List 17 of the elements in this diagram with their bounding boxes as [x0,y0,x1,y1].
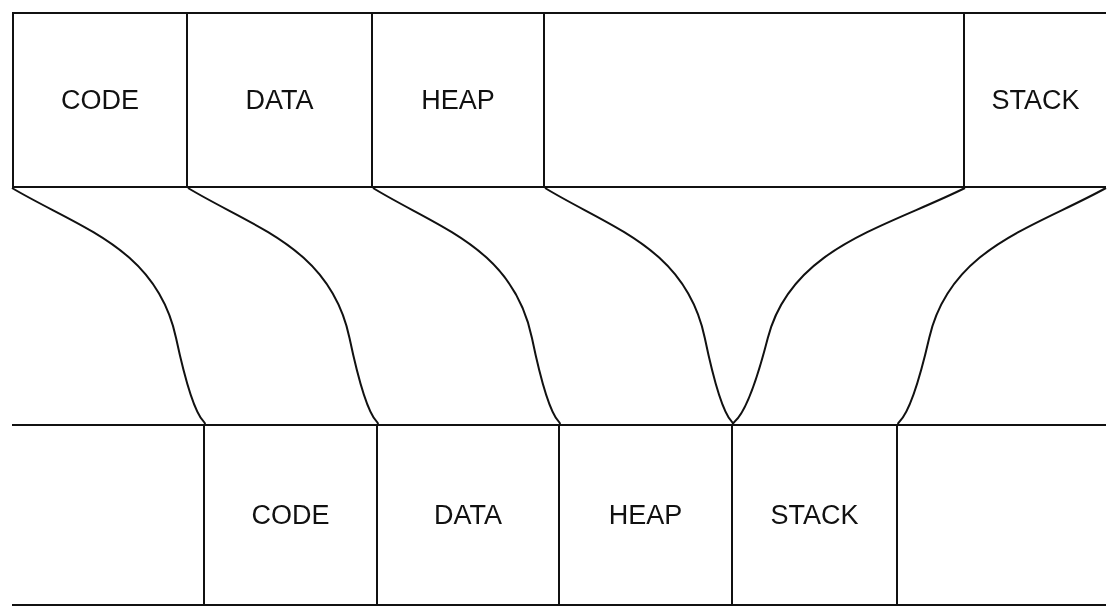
memory-segment: CODE [205,424,378,606]
memory-segment: STACK [965,12,1106,188]
mapping-line [187,187,379,425]
mapping-line [544,187,734,425]
memory-segment: STACK [733,424,898,606]
memory-segment: DATA [188,12,373,188]
memory-segment: CODE [12,12,188,188]
empty-segment [12,424,205,606]
empty-segment [545,12,965,188]
empty-segment [898,424,1106,606]
memory-segment: DATA [378,424,560,606]
mapping-line [11,187,206,425]
memory-segment: HEAP [560,424,733,606]
mapping-line [897,187,1107,425]
mapping-line [732,187,966,425]
memory-segment: HEAP [373,12,545,188]
mapping-line [372,187,561,425]
